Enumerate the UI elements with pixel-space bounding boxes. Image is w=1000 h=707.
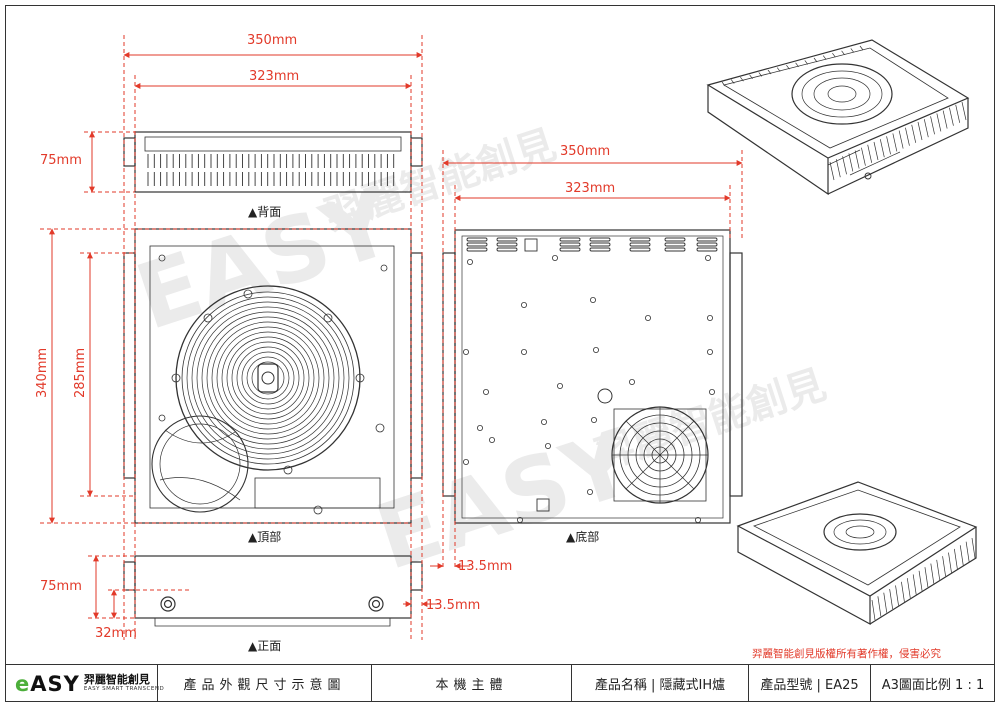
dim-right-outer: 350mm	[560, 144, 610, 159]
drawing-frame	[5, 5, 995, 702]
dim-front-height: 75mm	[40, 579, 82, 594]
dim-flange-bottom: 13.5mm	[458, 559, 512, 574]
iso-view-upper	[706, 39, 970, 196]
logo-english: EASY SMART TRANSCEND	[83, 686, 165, 693]
logo-chinese: 羿麗智能創見	[83, 673, 150, 687]
dim-right-inner: 323mm	[565, 181, 615, 196]
company-logo: eASY 羿麗智能創見 EASY SMART TRANSCEND	[5, 665, 164, 702]
title-block: eASY 羿麗智能創見 EASY SMART TRANSCEND 產品外觀尺寸示…	[5, 664, 995, 702]
product-name: 產品名稱 | 隱藏式IH爐	[572, 665, 749, 702]
dimension-arrows	[49, 52, 743, 619]
dim-top-outer: 350mm	[247, 33, 297, 48]
dim-flange-side: 13.5mm	[426, 598, 480, 613]
svg-text:羿麗智能創見: 羿麗智能創見	[589, 362, 831, 480]
dim-back-height: 75mm	[40, 153, 82, 168]
logo-mark: eASY	[15, 671, 80, 696]
top-view	[123, 228, 423, 524]
dim-side-outer: 340mm	[35, 348, 50, 398]
logo-text: 羿麗智能創見 EASY SMART TRANSCEND	[84, 674, 164, 693]
dim-side-inner: 285mm	[73, 348, 88, 398]
caption-front-view: ▲正面	[248, 639, 281, 653]
dim-front-offset: 32mm	[95, 626, 137, 641]
caption-back-view: ▲背面	[248, 205, 281, 219]
drawing-scale: A3圖面比例 1 : 1	[881, 678, 985, 693]
front-view	[123, 555, 423, 627]
component-name: 本機主體	[372, 665, 572, 702]
caption-bottom-view: ▲底部	[566, 529, 599, 544]
caption-top-view: ▲頂部	[248, 529, 281, 544]
copyright-notice: 羿麗智能創見版權所有著作權，侵害必究	[752, 648, 941, 660]
iso-view-lower	[736, 481, 978, 626]
dim-top-inner: 323mm	[249, 69, 299, 84]
drawing-title: 產品外觀尺寸示意圖	[158, 665, 372, 702]
product-model: 產品型號 | EA25	[749, 665, 871, 702]
